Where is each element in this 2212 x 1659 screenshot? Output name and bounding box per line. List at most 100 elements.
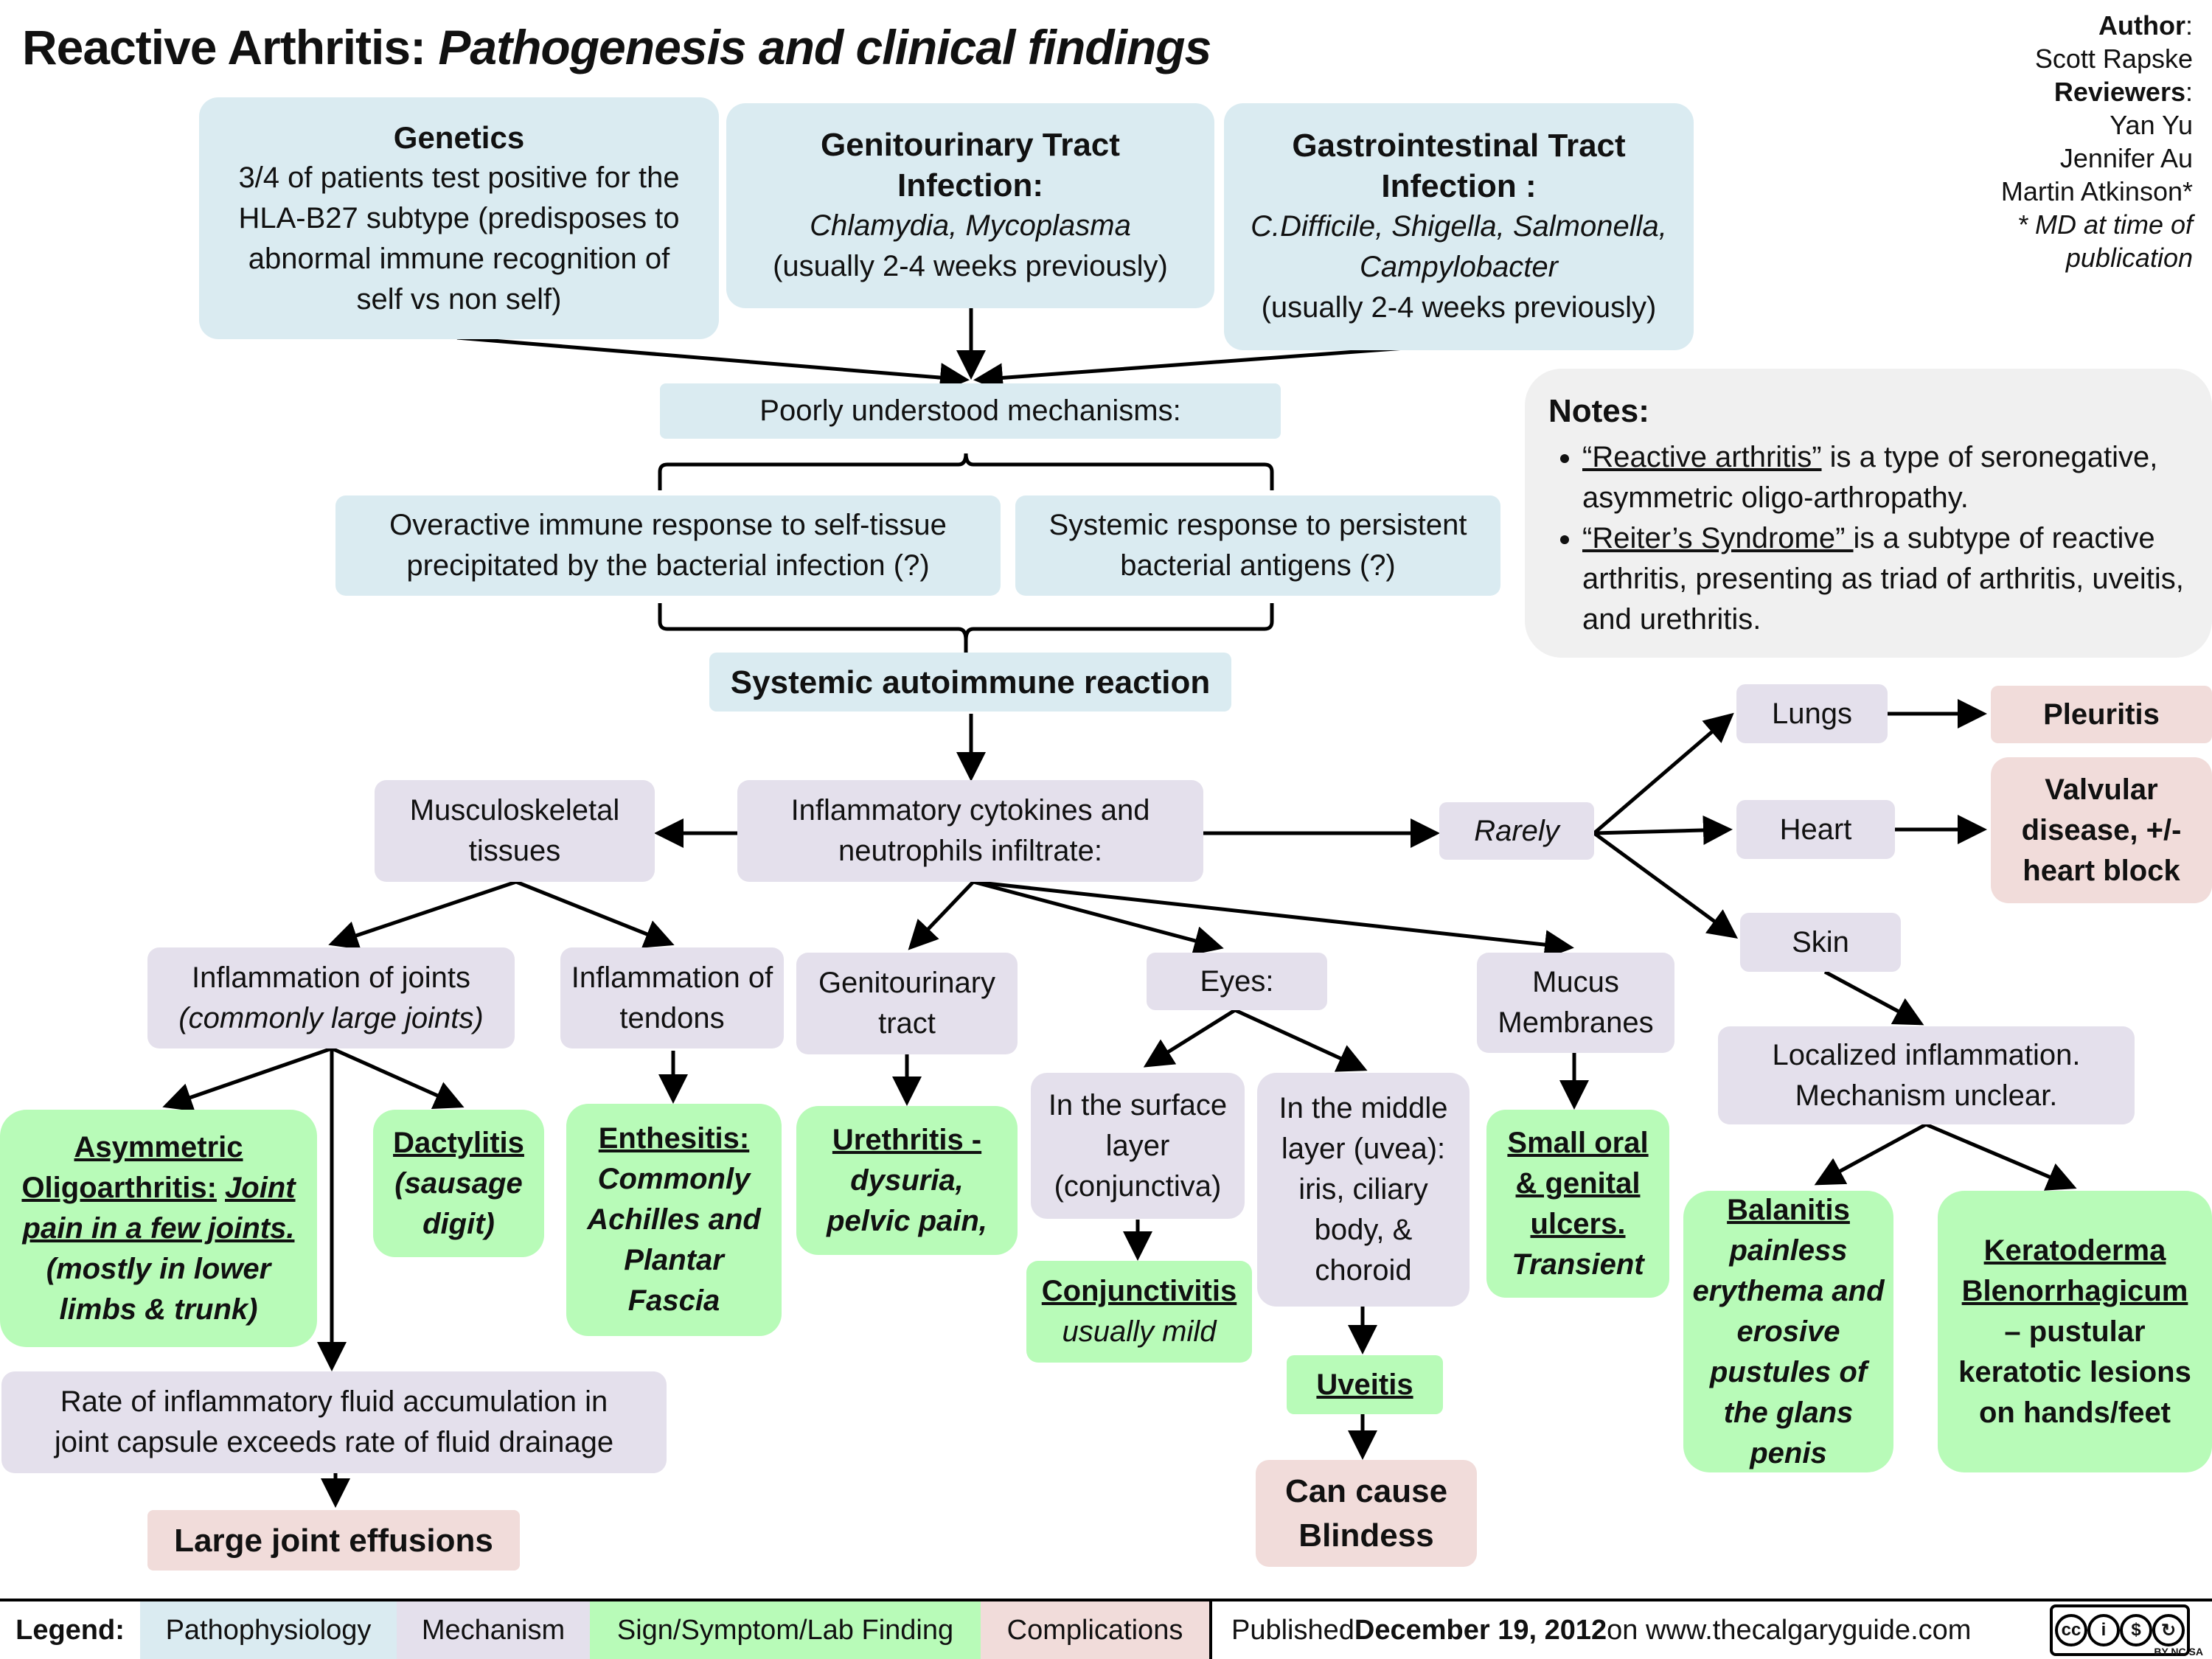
published-line: Published December 19, 2012 on www.theca… (1212, 1601, 2035, 1659)
genetics-title: Genetics (393, 119, 525, 155)
gi-infection-title: Gastrointestinal Tract Infection : (1292, 128, 1626, 204)
note-text: is a type of seronegative, asymmetric ol… (1582, 441, 2158, 514)
balanitis-note: painless erythema and erosive pustules o… (1692, 1234, 1885, 1470)
surface-layer-text: In the surface layer (conjunctiva) (1048, 1088, 1228, 1203)
cytokines-text: Inflammatory cytokines and neutrophils i… (790, 794, 1150, 867)
urethritis-title: Urethritis - (832, 1123, 982, 1156)
eyes-box: Eyes: (1147, 953, 1327, 1010)
legend-divider (1209, 1601, 1212, 1659)
asymmetric-oligoarthritis-sub: Joint pain in a few joints. (22, 1171, 296, 1245)
uveitis-text: Uveitis (1316, 1368, 1413, 1401)
title-main: Reactive Arthritis: (22, 20, 426, 74)
author-footnote: * MD at time of publication (2017, 209, 2193, 273)
pleuritis-text: Pleuritis (2043, 698, 2160, 731)
note-term: “Reiter’s Syndrome” (1582, 522, 1854, 554)
msk-tissues-box: Musculoskeletal tissues (375, 780, 655, 882)
mucus-membranes-box: Mucus Membranes (1477, 953, 1674, 1053)
sa-icon: ↻ (2152, 1614, 2185, 1646)
cytokines-box: Inflammatory cytokines and neutrophils i… (737, 780, 1203, 882)
lungs-box: Lungs (1736, 684, 1888, 743)
legend-bar: Legend: Pathophysiology Mechanism Sign/S… (0, 1599, 2212, 1659)
surface-layer-box: In the surface layer (conjunctiva) (1031, 1073, 1245, 1219)
poorly-understood-text: Poorly understood mechanisms: (759, 394, 1181, 427)
oral-genital-ulcers-note: Transient (1512, 1248, 1644, 1281)
middle-layer-box: In the middle layer (uvea): iris, ciliar… (1257, 1073, 1470, 1307)
overactive-response-text: Overactive immune response to self-tissu… (389, 509, 947, 582)
dactylitis-title: Dactylitis (393, 1126, 524, 1159)
reviewer-name: Martin Atkinson* (2000, 176, 2193, 206)
gi-infection-box: Gastrointestinal Tract Infection : C.Dif… (1224, 103, 1694, 350)
published-suffix: on www.thecalgaryguide.com (1607, 1614, 1972, 1646)
balanitis-title: Balanitis (1727, 1193, 1850, 1226)
reviewer-name: Yan Yu (2110, 110, 2193, 140)
oral-genital-ulcers-box: Small oral & genital ulcers. Transient (1486, 1110, 1669, 1298)
genetics-text: 3/4 of patients test positive for the HL… (238, 161, 680, 316)
systemic-autoimmune-text: Systemic autoimmune reaction (730, 664, 1211, 700)
legend-complications: Complications (981, 1601, 1209, 1659)
asymmetric-oligoarthritis-box: Asymmetric Oligoarthritis: Joint pain in… (0, 1110, 317, 1347)
skin-box: Skin (1740, 913, 1901, 972)
poorly-understood-box: Poorly understood mechanisms: (660, 383, 1281, 439)
gu-infection-box: Genitourinary Tract Infection: Chlamydia… (726, 103, 1214, 308)
genetics-box: Genetics 3/4 of patients test positive f… (199, 97, 719, 339)
note-item: “Reiter’s Syndrome” is a subtype of reac… (1582, 518, 2188, 640)
enthesitis-box: Enthesitis: Commonly Achilles and Planta… (566, 1104, 782, 1336)
legend-pathophysiology: Pathophysiology (140, 1601, 397, 1659)
large-joint-effusions-box: Large joint effusions (147, 1510, 520, 1571)
enthesitis-title: Enthesitis: (598, 1122, 750, 1155)
legend-title: Legend: (15, 1614, 125, 1646)
keratoderma-title: Keratoderma Blenorrhagicum (1961, 1234, 2188, 1307)
rarely-box: Rarely (1439, 802, 1594, 860)
skin-text: Skin (1792, 925, 1849, 959)
reviewer-name: Jennifer Au (2059, 143, 2193, 173)
gi-infection-organisms: C.Difficile, Shigella, Salmonella, Campy… (1251, 210, 1667, 283)
overactive-response-box: Overactive immune response to self-tissu… (335, 495, 1001, 596)
balanitis-box: Balanitis painless erythema and erosive … (1683, 1191, 1893, 1472)
lungs-text: Lungs (1772, 697, 1852, 730)
fluid-accumulation-text: Rate of inflammatory fluid accumulation … (54, 1385, 614, 1458)
cc-license-text: BY NC SA (2154, 1646, 2203, 1658)
gu-infection-title: Genitourinary Tract Infection: (821, 127, 1120, 204)
notes-panel: Notes: “Reactive arthritis” is a type of… (1525, 369, 2212, 658)
fluid-accumulation-box: Rate of inflammatory fluid accumulation … (1, 1371, 667, 1473)
rarely-text: Rarely (1474, 814, 1559, 847)
gu-tract-box: Genitourinary tract (796, 953, 1018, 1054)
cc-license-icon: cc i $ ↻ (2050, 1604, 2190, 1656)
middle-layer-text: In the middle layer (uvea): iris, ciliar… (1279, 1092, 1448, 1287)
keratoderma-box: Keratoderma Blenorrhagicum – pustular ke… (1938, 1191, 2212, 1472)
uveitis-box: Uveitis (1287, 1355, 1443, 1414)
by-icon: i (2087, 1614, 2120, 1646)
valvular-disease-text: Valvular disease, +/- heart block (2021, 773, 2182, 887)
dactylitis-box: Dactylitis (sausage digit) (373, 1110, 544, 1257)
oral-genital-ulcers-title: Small oral & genital ulcers. (1507, 1126, 1649, 1240)
reviewers-label: Reviewers (2053, 77, 2185, 107)
conjunctivitis-box: Conjunctivitis usually mild (1026, 1261, 1252, 1363)
page-title: Reactive Arthritis: Pathogenesis and cli… (22, 19, 1211, 75)
asymmetric-oligoarthritis-note: (mostly in lower limbs & trunk) (46, 1252, 271, 1326)
legend-sign-symptom: Sign/Symptom/Lab Finding (590, 1601, 981, 1659)
urethritis-box: Urethritis - dysuria, pelvic pain, (796, 1106, 1018, 1255)
gu-infection-timing: (usually 2-4 weeks previously) (773, 250, 1168, 282)
urethritis-note: dysuria, pelvic pain, (827, 1164, 987, 1237)
legend-mechanism: Mechanism (397, 1601, 590, 1659)
joint-inflammation-box: Inflammation of joints (commonly large j… (147, 947, 515, 1048)
gu-infection-organisms: Chlamydia, Mycoplasma (810, 209, 1131, 242)
published-date: December 19, 2012 (1354, 1614, 1607, 1646)
conjunctivitis-note: usually mild (1062, 1315, 1217, 1348)
keratoderma-note: – pustular keratotic lesions on hands/fe… (1958, 1315, 2191, 1429)
note-item: “Reactive arthritis” is a type of serone… (1582, 437, 2188, 518)
msk-tissues-text: Musculoskeletal tissues (409, 794, 620, 867)
heart-text: Heart (1779, 813, 1852, 846)
joint-inflammation-text: Inflammation of joints (192, 961, 470, 994)
joint-inflammation-note: (commonly large joints) (178, 1001, 484, 1034)
author-name: Scott Rapske (2034, 44, 2193, 74)
cc-icon: cc (2055, 1614, 2087, 1646)
heart-box: Heart (1736, 800, 1895, 859)
published-prefix: Published (1231, 1614, 1354, 1646)
valvular-disease-box: Valvular disease, +/- heart block (1991, 757, 2212, 903)
title-subtitle: Pathogenesis and clinical findings (438, 20, 1211, 74)
asymmetric-oligoarthritis-title: Asymmetric Oligoarthritis: (21, 1130, 243, 1204)
eyes-label: Eyes: (1200, 964, 1274, 998)
systemic-response-box: Systemic response to persistent bacteria… (1015, 495, 1500, 596)
